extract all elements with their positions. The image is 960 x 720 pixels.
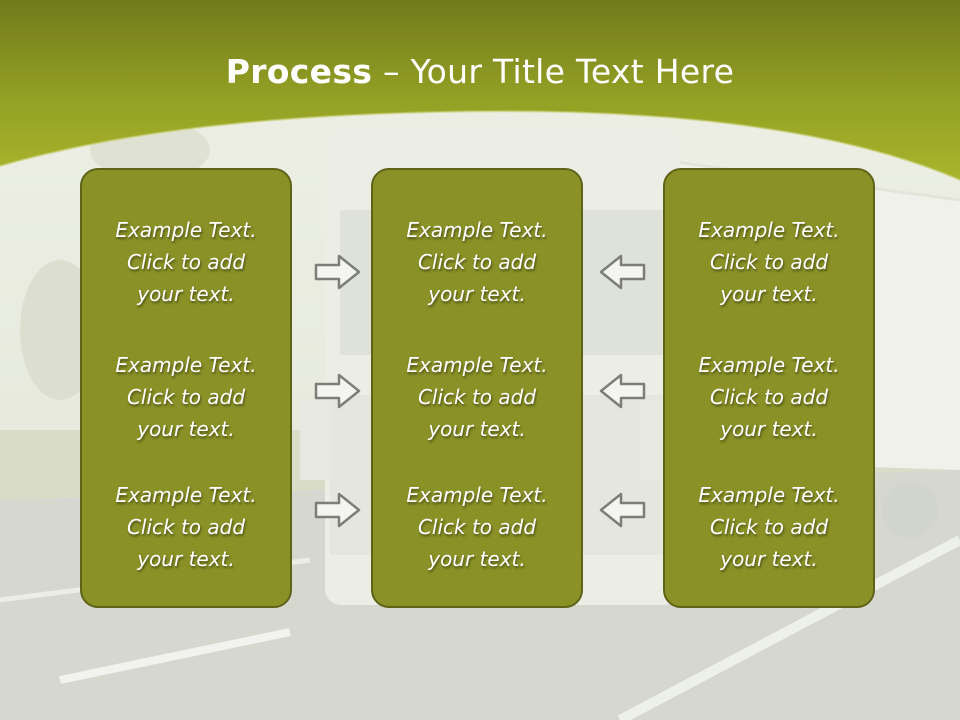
item-line: Click to add xyxy=(126,515,246,539)
item-line: Example Text. xyxy=(698,353,840,377)
item-line: Example Text. xyxy=(406,353,548,377)
item-line: your text. xyxy=(137,547,235,571)
process-panel-right[interactable]: Example Text. Click to add your text. Ex… xyxy=(663,168,875,608)
title-bold: Process xyxy=(225,52,373,91)
right-arrow-icon xyxy=(314,254,361,290)
item-line: Example Text. xyxy=(406,483,548,507)
item-line: Click to add xyxy=(417,385,537,409)
panel-text-item[interactable]: Example Text. Click to add your text. xyxy=(665,349,873,445)
item-line: Click to add xyxy=(126,385,246,409)
item-line: Click to add xyxy=(709,515,829,539)
item-line: Example Text. xyxy=(115,218,257,242)
left-arrow-icon xyxy=(599,254,646,290)
item-line: your text. xyxy=(428,417,526,441)
item-line: Example Text. xyxy=(406,218,548,242)
item-line: Click to add xyxy=(709,385,829,409)
panel-text-item[interactable]: Example Text. Click to add your text. xyxy=(82,349,290,445)
process-panel-left[interactable]: Example Text. Click to add your text. Ex… xyxy=(80,168,292,608)
item-line: your text. xyxy=(720,282,818,306)
process-panel-center[interactable]: Example Text. Click to add your text. Ex… xyxy=(371,168,583,608)
item-line: Example Text. xyxy=(115,353,257,377)
right-arrow-icon xyxy=(314,492,361,528)
item-line: Click to add xyxy=(417,515,537,539)
item-line: Example Text. xyxy=(698,218,840,242)
item-line: Example Text. xyxy=(115,483,257,507)
item-line: your text. xyxy=(137,417,235,441)
panel-text-item[interactable]: Example Text. Click to add your text. xyxy=(82,214,290,310)
panel-text-item[interactable]: Example Text. Click to add your text. xyxy=(665,214,873,310)
item-line: your text. xyxy=(428,547,526,571)
panel-text-item[interactable]: Example Text. Click to add your text. xyxy=(373,479,581,575)
slide-title[interactable]: Process – Your Title Text Here xyxy=(0,52,960,91)
item-line: Click to add xyxy=(709,250,829,274)
item-line: your text. xyxy=(720,417,818,441)
item-line: Click to add xyxy=(126,250,246,274)
panel-text-item[interactable]: Example Text. Click to add your text. xyxy=(82,479,290,575)
panel-text-item[interactable]: Example Text. Click to add your text. xyxy=(373,349,581,445)
panel-text-item[interactable]: Example Text. Click to add your text. xyxy=(373,214,581,310)
left-arrow-icon xyxy=(599,373,646,409)
item-line: your text. xyxy=(137,282,235,306)
item-line: Click to add xyxy=(417,250,537,274)
left-arrow-icon xyxy=(599,492,646,528)
title-rest: – Your Title Text Here xyxy=(372,52,735,91)
panel-text-item[interactable]: Example Text. Click to add your text. xyxy=(665,479,873,575)
item-line: Example Text. xyxy=(698,483,840,507)
item-line: your text. xyxy=(720,547,818,571)
right-arrow-icon xyxy=(314,373,361,409)
item-line: your text. xyxy=(428,282,526,306)
